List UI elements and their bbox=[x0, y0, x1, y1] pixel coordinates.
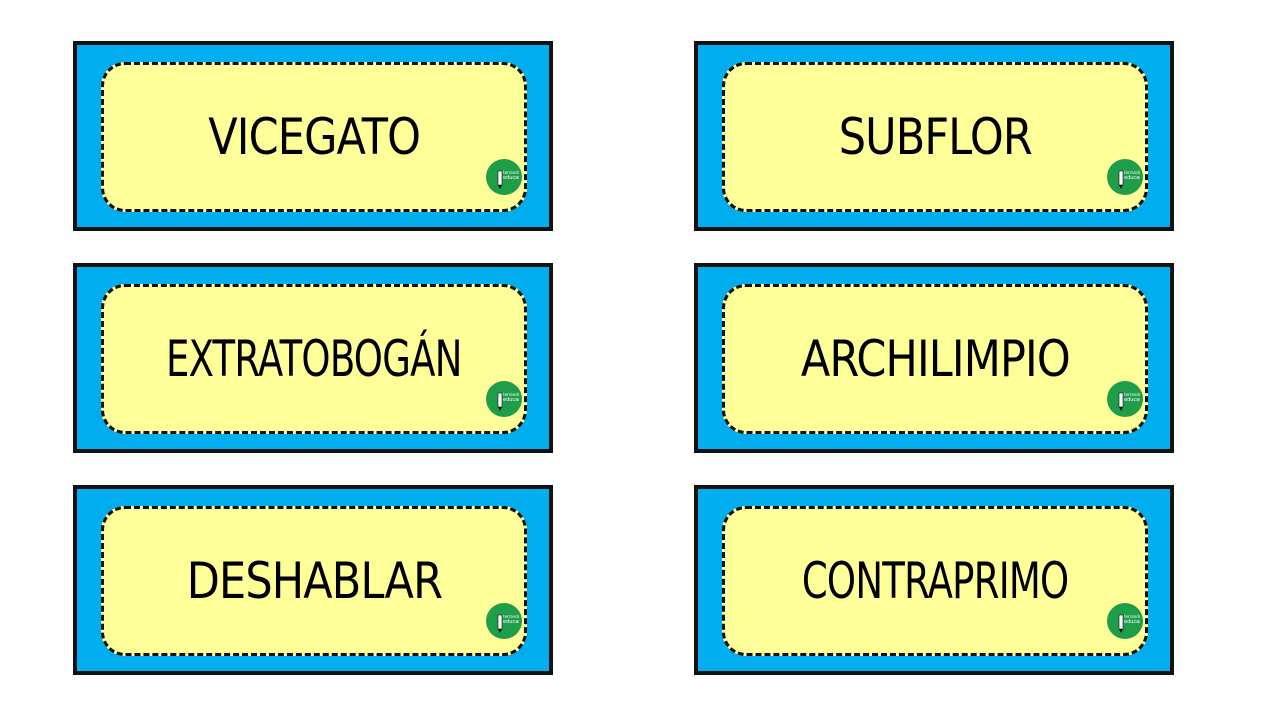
pencil-logo-icon: terrando educar bbox=[1107, 603, 1143, 639]
word-text: CONTRAPRIMO bbox=[801, 552, 1069, 610]
word-card: EXTRATOBOGÁN terrando educar bbox=[73, 263, 553, 453]
pencil-logo-icon: terrando educar bbox=[486, 603, 522, 639]
pencil-logo-icon: terrando educar bbox=[486, 381, 522, 417]
word-card: SUBFLOR terrando educar bbox=[694, 41, 1174, 231]
svg-text:educar: educar bbox=[1124, 619, 1140, 625]
word-card: DESHABLAR terrando educar bbox=[73, 485, 553, 675]
svg-text:terrando: terrando bbox=[1124, 614, 1140, 619]
word-card: VICEGATO terrando educar bbox=[73, 41, 553, 231]
pencil-logo-icon: terrando educar bbox=[1107, 159, 1143, 195]
word-text: VICEGATO bbox=[208, 108, 421, 166]
word-card: CONTRAPRIMO terrando educar bbox=[694, 485, 1174, 675]
svg-text:terrando: terrando bbox=[503, 614, 519, 619]
svg-text:terrando: terrando bbox=[503, 170, 519, 175]
svg-text:terrando: terrando bbox=[1124, 392, 1140, 397]
word-text: ARCHILIMPIO bbox=[800, 330, 1071, 388]
svg-text:educar: educar bbox=[503, 397, 519, 403]
svg-text:educar: educar bbox=[503, 175, 519, 181]
pencil-logo-icon: terrando educar bbox=[1107, 381, 1143, 417]
word-label: SUBFLOR terrando educar bbox=[722, 62, 1148, 212]
word-label: VICEGATO terrando educar bbox=[101, 62, 527, 212]
svg-text:terrando: terrando bbox=[503, 392, 519, 397]
pencil-logo-icon: terrando educar bbox=[486, 159, 522, 195]
word-label: ARCHILIMPIO terrando educar bbox=[722, 284, 1148, 434]
svg-text:educar: educar bbox=[1124, 175, 1140, 181]
word-text: SUBFLOR bbox=[838, 108, 1032, 166]
word-label: EXTRATOBOGÁN terrando educar bbox=[101, 284, 527, 434]
svg-text:educar: educar bbox=[503, 619, 519, 625]
svg-text:terrando: terrando bbox=[1124, 170, 1140, 175]
word-label: CONTRAPRIMO terrando educar bbox=[722, 506, 1148, 656]
word-label: DESHABLAR terrando educar bbox=[101, 506, 527, 656]
word-card: ARCHILIMPIO terrando educar bbox=[694, 263, 1174, 453]
word-text: EXTRATOBOGÁN bbox=[166, 330, 462, 388]
word-text: DESHABLAR bbox=[186, 552, 442, 610]
svg-text:educar: educar bbox=[1124, 397, 1140, 403]
